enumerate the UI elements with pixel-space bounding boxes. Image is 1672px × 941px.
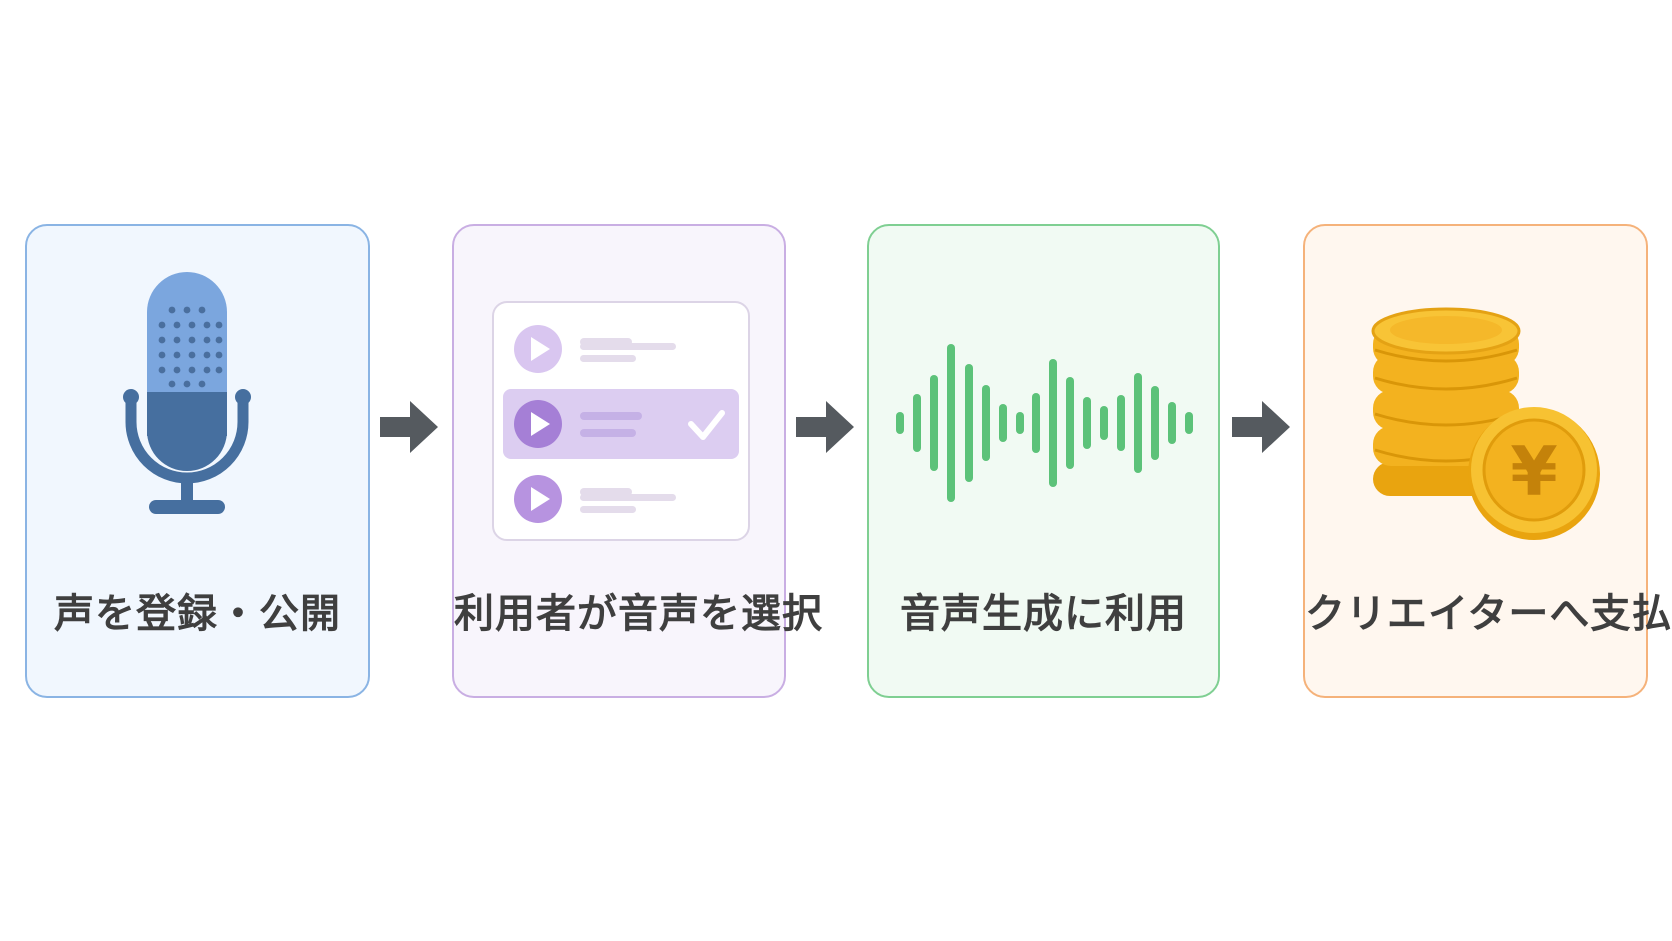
step-card-select-voice: 利用者が音声を選択 (452, 224, 823, 698)
arrow-right-icon (1232, 401, 1290, 453)
step-card-pay-creator: ¥ クリエイターへ支払い (1303, 224, 1672, 698)
step-card-register-voice: 声を登録・公開 (25, 224, 370, 698)
step-label: クリエイターへ支払い (1305, 591, 1672, 637)
step-card-generate-voice: 音声生成に利用 (867, 224, 1220, 698)
arrow-right-icon (796, 401, 854, 453)
coins-icon: ¥ (1371, 307, 1600, 540)
step-label: 利用者が音声を選択 (454, 591, 823, 637)
voice-list-icon (492, 301, 750, 541)
waveform-icon (896, 344, 1193, 502)
step-label: 音声生成に利用 (900, 591, 1187, 637)
step-label: 声を登録・公開 (54, 591, 341, 637)
yen-symbol: ¥ (1510, 433, 1557, 512)
microphone-icon (123, 272, 251, 514)
arrow-right-icon (380, 401, 438, 453)
